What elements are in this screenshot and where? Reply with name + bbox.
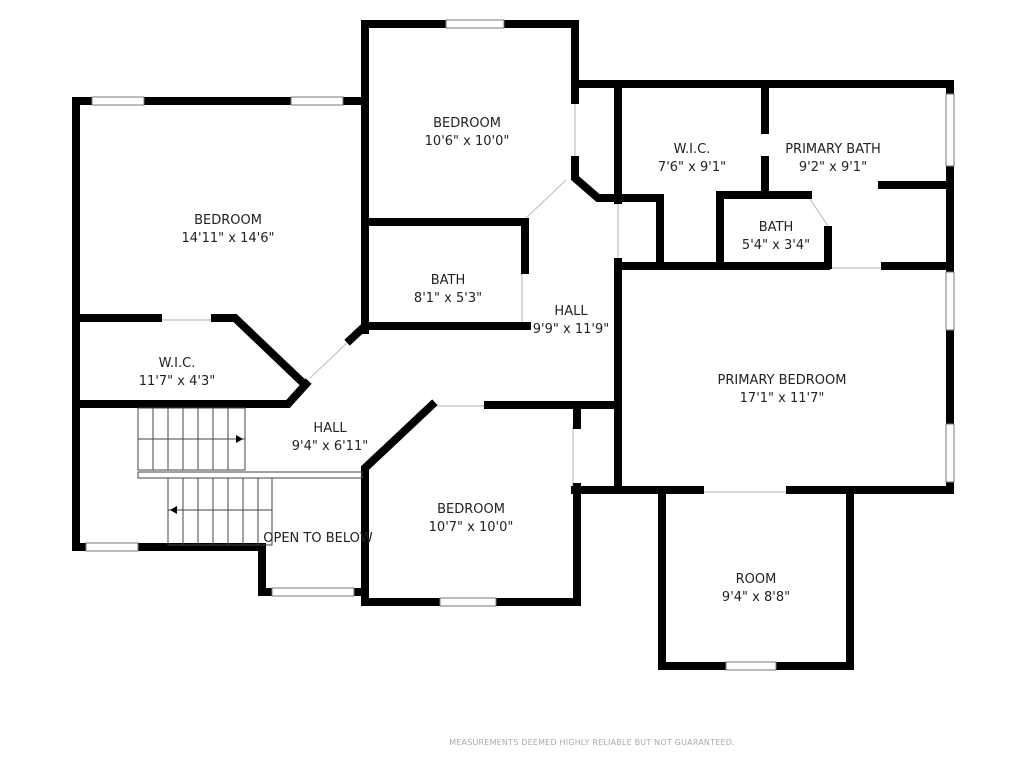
room-size: 14'11" x 14'6" [181,231,275,246]
room-size: 8'1" x 5'3" [413,291,483,306]
room-size: 11'7" x 4'3" [138,374,216,389]
room-label-room: ROOM 9'4" x 8'8" [722,571,790,607]
door-openings [160,100,882,493]
room-name: BEDROOM [194,213,262,228]
room-name: W.I.C. [158,356,196,371]
room-name: BEDROOM [437,502,505,517]
room-size: 5'4" x 3'4" [741,238,811,253]
room-size: 7'6" x 9'1" [657,160,727,175]
room-label-bath-small: BATH 5'4" x 3'4" [742,219,810,255]
staircase [137,407,363,546]
room-label-bath: BATH 8'1" x 5'3" [414,272,482,308]
room-size: 9'9" x 11'9" [532,322,610,337]
room-name: BEDROOM [433,116,501,131]
room-name: BATH [758,220,794,235]
room-label-hall-upper: HALL 9'9" x 11'9" [533,303,609,339]
room-name: PRIMARY BEDROOM [717,373,847,388]
room-size: 9'4" x 6'11" [291,439,369,454]
open-to-below-label: OPEN TO BELOW [263,531,373,546]
stair-arrow-right-icon [236,435,243,443]
room-size: 9'2" x 9'1" [798,160,868,175]
room-label-bedroom-2: BEDROOM 10'6" x 10'0" [425,115,510,151]
room-label-bedroom-3: BEDROOM 10'7" x 10'0" [429,501,514,537]
room-name: BATH [430,273,466,288]
room-name: HALL [554,304,588,319]
stair-arrow-left-icon [170,506,177,514]
disclaimer: MEASUREMENTS DEEMED HIGHLY RELIABLE BUT … [449,738,735,747]
room-name: W.I.C. [673,142,711,157]
room-name: PRIMARY BATH [785,142,881,157]
walls [72,20,954,670]
room-size: 10'6" x 10'0" [424,134,510,149]
room-size: 10'7" x 10'0" [428,520,514,535]
room-size: 17'1" x 11'7" [739,391,825,406]
room-label-bedroom-1: BEDROOM 14'11" x 14'6" [182,212,275,248]
room-label-wic-primary: W.I.C. 7'6" x 9'1" [658,141,726,177]
room-label-primary-bath: PRIMARY BATH 9'2" x 9'1" [785,141,881,177]
room-size: 9'4" x 8'8" [721,590,791,605]
room-label-hall-lower: HALL 9'4" x 6'11" [292,420,368,456]
room-name: ROOM [735,572,777,587]
room-name: HALL [313,421,347,436]
windows [85,19,955,671]
room-label-primary-bedroom: PRIMARY BEDROOM 17'1" x 11'7" [718,372,847,408]
room-label-wic-left: W.I.C. 11'7" x 4'3" [139,355,215,391]
